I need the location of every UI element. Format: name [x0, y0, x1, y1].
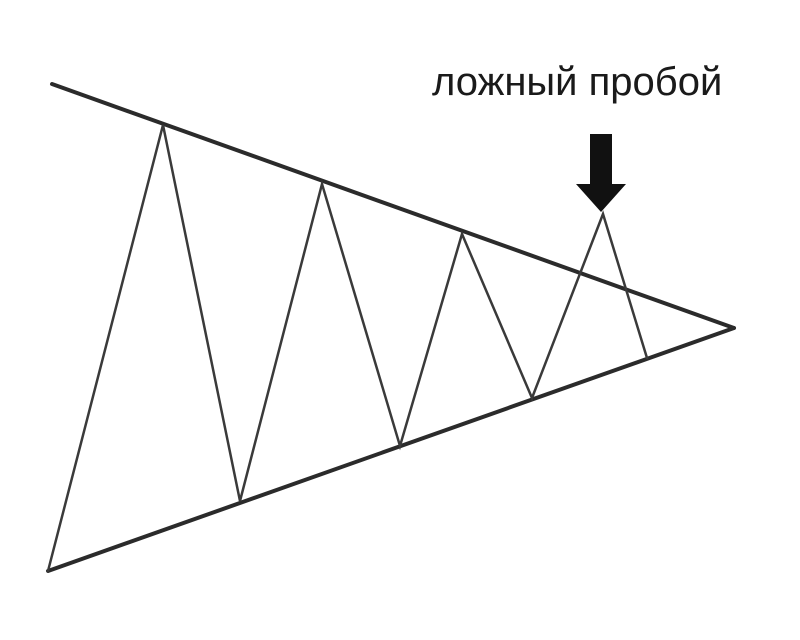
lower-trendline: [46, 326, 736, 573]
price-zigzag: [46, 124, 649, 573]
upper-trendline: [50, 82, 736, 330]
false-breakout-label: ложный пробой: [432, 60, 723, 104]
down-arrow-icon: [576, 134, 626, 212]
